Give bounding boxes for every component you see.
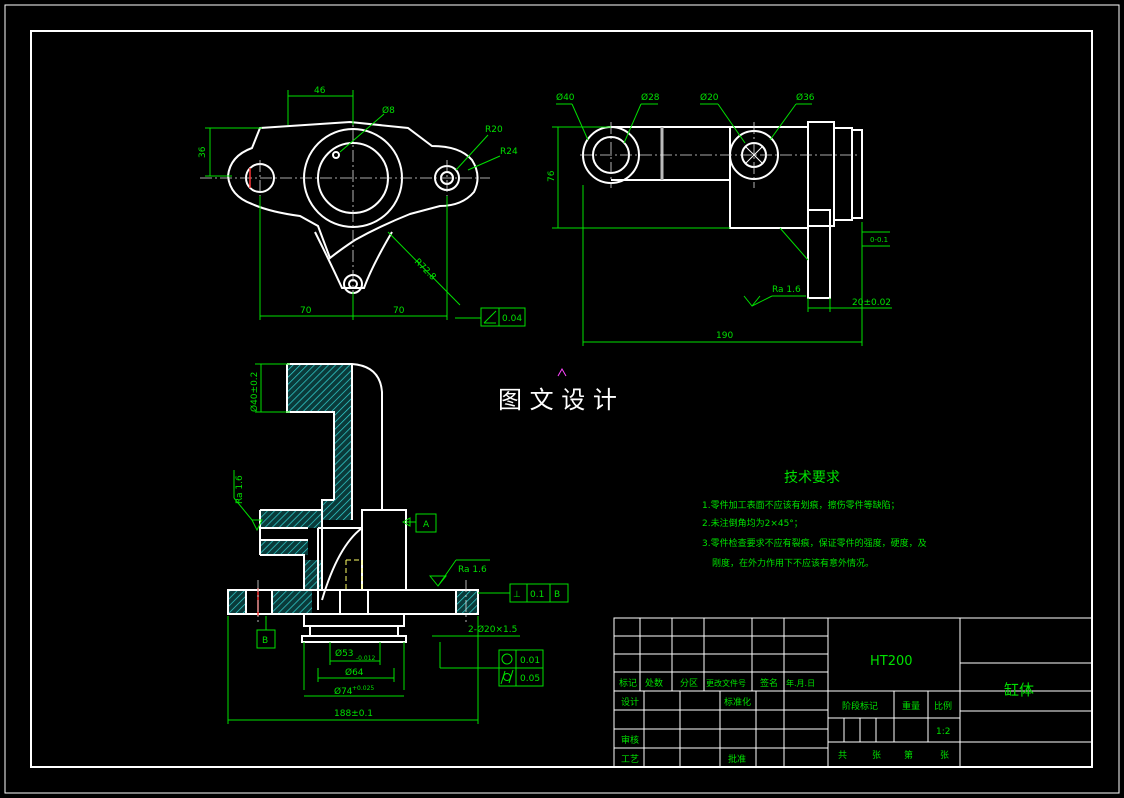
dim-36: 36 xyxy=(198,146,208,158)
perp-datum: B xyxy=(554,590,560,600)
dim-phi53-tol: -0.012 xyxy=(356,655,376,662)
material: HT200 xyxy=(870,654,913,669)
tech-requirements: 技术要求 1.零件加工表面不应该有划痕，擦伤零件等缺陷； 2.未注倒角均为2×4… xyxy=(702,470,927,569)
approve: 批准 xyxy=(728,753,746,765)
dim-phi74: Ø74 xyxy=(334,686,353,697)
dim-phi53: Ø53 xyxy=(335,648,354,659)
sheet-unit-1: 张 xyxy=(872,750,881,761)
tech-req-item-1: 1.零件加工表面不应该有划痕，擦伤零件等缺陷； xyxy=(702,499,900,511)
ra-right: Ra 1.6 xyxy=(458,565,487,575)
dim-thread: 2-Ø20×1.5 xyxy=(468,624,517,635)
dim-phi64: Ø64 xyxy=(345,667,364,678)
rev-header-4: 更改文件号 xyxy=(706,678,746,688)
datum-a: A xyxy=(423,520,430,530)
part-name: 缸体 xyxy=(1004,681,1034,699)
dim-190: 190 xyxy=(716,331,733,341)
dim-r72: R72.8 xyxy=(412,257,438,283)
dim-46: 46 xyxy=(314,86,326,96)
dim-phi74-tol: +0.025 xyxy=(352,685,374,692)
dim-phi28-side: Ø28 xyxy=(641,92,660,103)
tech-req-item-3: 3.零件检查要求不应有裂痕，保证零件的强度，硬度，及 xyxy=(702,537,927,549)
watermark: 图 文 设 计 xyxy=(498,386,617,414)
angularity-frame xyxy=(480,307,526,327)
weight: 重量 xyxy=(902,700,920,712)
side-view: Ø40 Ø28 Ø20 Ø36 76 190 Ra 1.6 20±0.02 0-… xyxy=(547,92,892,346)
inner-border xyxy=(30,30,1093,768)
dim-phi20-side: Ø20 xyxy=(700,92,719,103)
tech-req-item-4: 刚度，在外力作用下不应该有意外情况。 xyxy=(712,557,874,569)
scale: 1:2 xyxy=(936,727,950,737)
rev-header-6: 年.月.日 xyxy=(786,678,815,688)
dim-76: 76 xyxy=(547,170,557,182)
dim-r24: R24 xyxy=(500,147,518,157)
sheet-total: 共 xyxy=(838,750,847,761)
outer-border xyxy=(4,4,1120,794)
row-design: 设计 xyxy=(621,696,639,708)
dim-20: 20±0.02 xyxy=(852,298,891,308)
sheet-unit-2: 张 xyxy=(940,750,949,761)
dim-phi8: Ø8 xyxy=(382,105,395,116)
dim-phi36-side: Ø36 xyxy=(796,92,815,103)
dim-phi40-side: Ø40 xyxy=(556,92,575,103)
rev-header-1: 标记 xyxy=(619,677,637,689)
section-view: Ø40±0.2 Ra 1.6 A Ra 1.6 ⊥ 0.1 B B 2-Ø20×… xyxy=(227,363,569,724)
standardized: 标准化 xyxy=(724,696,751,708)
dim-70-left: 70 xyxy=(300,306,312,316)
perp-value: 0.1 xyxy=(530,590,544,600)
rev-header-3: 分区 xyxy=(680,678,698,689)
ra-side: Ra 1.6 xyxy=(772,285,801,295)
dim-small-tol: 0-0.1 xyxy=(870,236,888,244)
tech-req-title: 技术要求 xyxy=(784,470,840,486)
datum-a-frame xyxy=(415,513,437,533)
perp-symbol: ⊥ xyxy=(513,590,521,600)
row-review: 审核 xyxy=(621,734,639,746)
tech-req-item-2: 2.未注倒角均为2×45°； xyxy=(702,517,803,529)
rev-header-2: 处数 xyxy=(645,677,663,689)
cylindricity-value: 0.05 xyxy=(520,674,540,684)
datum-b: B xyxy=(262,636,268,646)
cylindricity-frame xyxy=(498,667,544,687)
title-block: HT200 缸体 标记 处数 分区 更改文件号 签名 年.月.日 设计 审核 工… xyxy=(613,617,1093,768)
rev-header-5: 签名 xyxy=(760,677,778,689)
circularity-value: 0.01 xyxy=(520,656,540,666)
top-view: 46 36 Ø8 R20 R24 70 70 R72.8 0.04 xyxy=(198,86,526,327)
angularity-value: 0.04 xyxy=(502,314,522,324)
row-process: 工艺 xyxy=(621,754,639,765)
dim-phi40-section: Ø40±0.2 xyxy=(249,372,260,412)
dim-188: 188±0.1 xyxy=(334,709,373,719)
ra-left: Ra 1.6 xyxy=(235,475,245,504)
sheet-no: 第 xyxy=(904,749,913,761)
scale-label: 比例 xyxy=(934,700,952,712)
stage-mark: 阶段标记 xyxy=(842,700,878,712)
datum-b-frame xyxy=(256,629,276,649)
cursor-marker xyxy=(557,367,567,377)
dim-r20: R20 xyxy=(485,125,503,135)
perpendicularity-frame xyxy=(509,583,569,603)
dim-70-right: 70 xyxy=(393,306,405,316)
